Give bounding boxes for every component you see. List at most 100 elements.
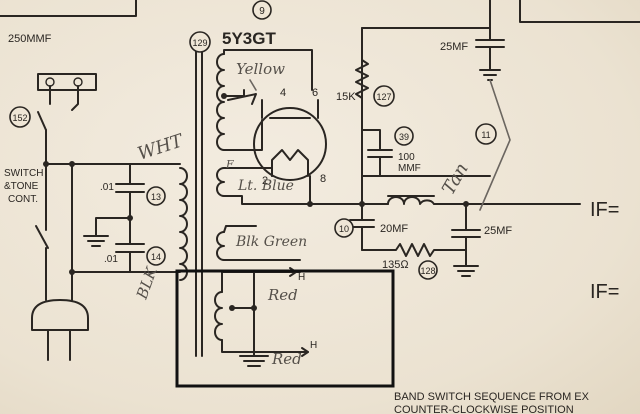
res-135-label: 135Ω bbox=[382, 259, 409, 271]
switch-blade-upper bbox=[37, 111, 47, 131]
handwritten-red-2: Red bbox=[271, 350, 302, 368]
ref-10-label: 10 bbox=[339, 224, 349, 234]
cap-25mf-right-symbol bbox=[451, 229, 481, 277]
ac-plug-prongs bbox=[47, 329, 71, 361]
handwritten-blk-green: Blk Green bbox=[235, 234, 307, 250]
cap-25mf-right-label: 25MF bbox=[484, 225, 512, 237]
handwritten-red-1: Red bbox=[267, 286, 298, 304]
hv-secondary-coil bbox=[216, 53, 225, 151]
ref-127-label: 127 bbox=[376, 92, 391, 102]
junction-dot bbox=[43, 161, 49, 167]
ref-129-label: 129 bbox=[192, 38, 207, 48]
cap-39-value-1: 100 bbox=[398, 152, 415, 163]
filament-secondary-coil bbox=[216, 167, 225, 197]
primary-leads bbox=[171, 163, 181, 273]
transformer-primary-coil bbox=[179, 167, 188, 281]
ref-152-label: 152 bbox=[12, 113, 27, 123]
ac-plug-icon bbox=[31, 299, 89, 331]
tube-plates bbox=[261, 99, 319, 119]
switch-terminal-right bbox=[73, 77, 83, 87]
heater-ground bbox=[239, 355, 269, 367]
switch-label-line2: &TONE bbox=[4, 181, 39, 192]
ref-39-label: 39 bbox=[399, 132, 409, 142]
top-left-frame-line bbox=[0, 0, 137, 17]
handwritten-yellow: Yellow bbox=[236, 60, 285, 78]
chassis-ground-left bbox=[83, 217, 131, 247]
ref-128-circle bbox=[418, 260, 438, 280]
cap-39-symbol bbox=[361, 103, 393, 177]
handwritten-lt-blue: Lt. Blue bbox=[237, 178, 294, 194]
arrow-h-lower bbox=[289, 347, 309, 357]
switch-leads bbox=[49, 85, 79, 111]
pencil-stroke bbox=[249, 79, 257, 91]
filter-choke bbox=[387, 196, 435, 205]
pin-6-label: 6 bbox=[312, 87, 318, 99]
handwritten-tan: Tan bbox=[438, 159, 473, 198]
ref-39-circle bbox=[394, 126, 414, 146]
dial-lamp-leads bbox=[223, 225, 301, 261]
ref-11-circle bbox=[475, 123, 497, 145]
handwritten-wht: WHT bbox=[135, 130, 187, 165]
resistor-135-ohm bbox=[361, 243, 467, 257]
cap-39-value-2: MMF bbox=[398, 163, 421, 174]
ref-11-label: 11 bbox=[481, 130, 490, 140]
b-plus-top-line bbox=[361, 0, 491, 29]
pin-8-label: 8 bbox=[320, 173, 326, 185]
if-label-2: IF= bbox=[590, 281, 619, 303]
ref-13-label: 13 bbox=[151, 192, 161, 202]
ref-10-circle bbox=[334, 218, 354, 238]
filament-leads bbox=[223, 167, 311, 205]
ref-14-label: 14 bbox=[151, 252, 161, 262]
heater-secondary-coil bbox=[214, 291, 223, 341]
line-cord-wiring bbox=[45, 129, 173, 273]
handwritten-blk: BLK bbox=[133, 264, 162, 302]
ref-9-label: 9 bbox=[259, 6, 265, 17]
plug-leads bbox=[45, 247, 173, 301]
h-label-lower: H bbox=[310, 340, 317, 351]
cap-25mf-top-label: 25MF bbox=[440, 41, 468, 53]
cap-250mmf-label: 250MMF bbox=[8, 33, 52, 45]
ref-14-circle bbox=[146, 246, 166, 266]
cap-13-value: .01 bbox=[100, 182, 114, 193]
band-switch-line1: BAND SWITCH SEQUENCE FROM EX bbox=[394, 391, 590, 403]
ref-127-circle bbox=[373, 85, 395, 107]
choke-leads bbox=[361, 203, 467, 231]
ref-129-circle bbox=[189, 31, 211, 53]
junction-dot bbox=[127, 215, 133, 221]
dial-lamp-coil bbox=[216, 231, 225, 261]
res-15k-label: 15K bbox=[336, 91, 356, 103]
junction-dot bbox=[221, 93, 227, 99]
switch-label-line1: SWITCH bbox=[4, 168, 43, 179]
pin-4-label: 4 bbox=[280, 87, 286, 99]
band-switch-line2: COUNTER-CLOCKWISE POSITION bbox=[394, 404, 574, 414]
switch-label-line3: CONT. bbox=[8, 194, 38, 205]
h-label-upper: H bbox=[298, 272, 305, 283]
cap-20mf-symbol bbox=[349, 203, 375, 251]
tube-name-label: 5Y3GT bbox=[222, 29, 276, 48]
tube-filament bbox=[271, 149, 309, 177]
ref-13-circle bbox=[146, 186, 166, 206]
junction-dot bbox=[69, 161, 75, 167]
junction-dot bbox=[307, 201, 313, 207]
pencil-wire bbox=[479, 79, 511, 211]
cap-25mf-top-symbol bbox=[475, 27, 505, 81]
resistor-15k bbox=[355, 59, 369, 99]
ref-9-circle bbox=[252, 0, 272, 20]
highlight-box bbox=[175, 269, 395, 388]
top-right-frame-line bbox=[519, 0, 640, 23]
handwritten-f: F bbox=[225, 158, 234, 171]
if-label-1: IF= bbox=[590, 199, 619, 221]
transformer-core bbox=[195, 39, 203, 357]
switch-body bbox=[37, 73, 97, 91]
cap-20mf-label: 20MF bbox=[380, 223, 408, 235]
pin-2-label: 2 bbox=[262, 175, 268, 187]
ct-arrow bbox=[227, 93, 257, 105]
ref-152-circle bbox=[9, 106, 31, 128]
rectifier-tube-envelope bbox=[253, 107, 327, 181]
switch-terminal-left bbox=[45, 77, 55, 87]
heater-leads bbox=[221, 271, 309, 357]
ref-128-label: 128 bbox=[420, 266, 435, 276]
junction-dot bbox=[69, 269, 75, 275]
